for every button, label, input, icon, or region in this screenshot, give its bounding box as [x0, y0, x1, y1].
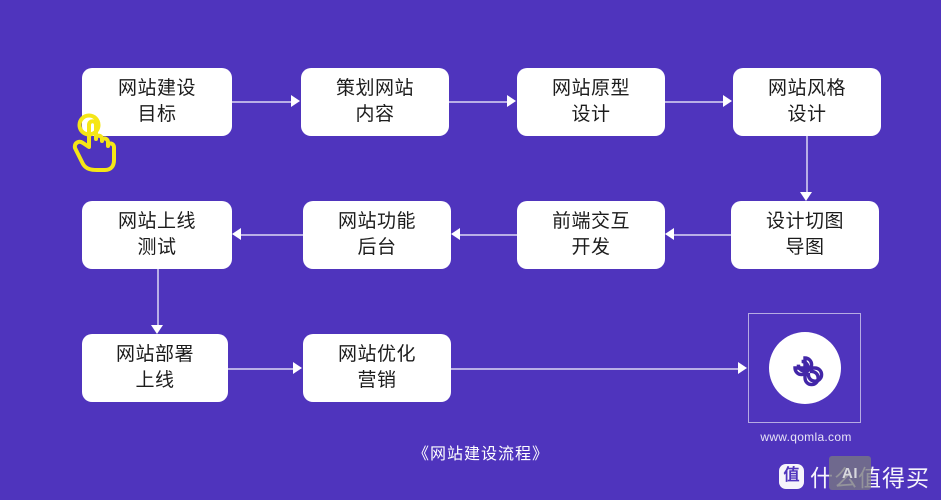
- arrowhead-prototype-to-style: [723, 95, 732, 107]
- node-label-line2: 营销: [357, 370, 397, 391]
- connector-launchtest-to-deploy: [157, 269, 159, 327]
- node-optimize-marketing[interactable]: 网站优化 营销: [303, 334, 451, 402]
- arrowhead-plan-to-prototype: [507, 95, 516, 107]
- node-deploy-online[interactable]: 网站部署 上线: [82, 334, 228, 402]
- arrowhead-deploy-to-optimize: [293, 362, 302, 374]
- arrowhead-frontend-to-backend: [451, 228, 460, 240]
- connector-plan-to-prototype: [449, 101, 508, 103]
- node-label-line2: 内容: [355, 104, 395, 125]
- connector-slicing-to-frontend: [674, 234, 731, 236]
- connector-style-to-slicing: [806, 136, 808, 194]
- node-backend-function[interactable]: 网站功能 后台: [303, 201, 451, 269]
- arrowhead-style-to-slicing: [800, 192, 812, 201]
- node-label-line1: 网站优化: [337, 344, 416, 366]
- arrowhead-goal-to-plan: [291, 95, 300, 107]
- connector-goal-to-plan: [232, 101, 292, 103]
- watermark-badge: 值: [779, 463, 804, 489]
- node-label-line1: 设计切图: [765, 211, 844, 233]
- diagram-caption: 《网站建设流程》: [412, 446, 549, 463]
- node-prototype-design[interactable]: 网站原型 设计: [517, 68, 665, 136]
- node-label-line1: 网站上线: [117, 211, 196, 233]
- node-label-line1: 网站风格: [767, 78, 846, 100]
- qomla-pinwheel-icon: [792, 356, 823, 387]
- arrowhead-backend-to-launchtest: [232, 228, 241, 240]
- node-launch-test[interactable]: 网站上线 测试: [82, 201, 232, 269]
- arrowhead-slicing-to-frontend: [665, 228, 674, 240]
- brand-logo-circle: [768, 332, 841, 404]
- node-label-line1: 前端交互: [551, 211, 630, 233]
- node-design-slicing[interactable]: 设计切图 导图: [731, 201, 879, 269]
- node-website-goal[interactable]: 网站建设 目标: [82, 68, 232, 136]
- node-label-line2: 设计: [571, 104, 611, 125]
- node-label-line1: 网站原型: [551, 78, 630, 100]
- node-label-line1: 网站功能: [337, 211, 416, 233]
- connector-optimize-to-brand: [451, 368, 739, 370]
- node-label-line2: 目标: [137, 104, 177, 125]
- node-plan-content[interactable]: 策划网站 内容: [301, 68, 449, 136]
- connector-backend-to-launchtest: [241, 234, 303, 236]
- node-style-design[interactable]: 网站风格 设计: [733, 68, 881, 136]
- node-label-line2: 导图: [785, 237, 825, 258]
- tap-hand-cursor-icon: [72, 113, 116, 172]
- node-label-line1: 网站部署: [115, 344, 194, 366]
- node-label-line1: 网站建设: [117, 78, 196, 100]
- brand-url: www.qomla.com: [760, 430, 852, 444]
- connector-deploy-to-optimize: [228, 368, 294, 370]
- node-label-line2: 开发: [571, 237, 611, 258]
- node-label-line2: 上线: [135, 370, 175, 391]
- node-label-line2: 设计: [787, 104, 827, 125]
- ai-badge-icon: AI: [829, 456, 871, 490]
- arrowhead-optimize-to-brand: [738, 362, 747, 374]
- brand-logo-frame: [748, 313, 861, 423]
- arrowhead-launchtest-to-deploy: [151, 325, 163, 334]
- connector-prototype-to-style: [665, 101, 724, 103]
- connector-frontend-to-backend: [460, 234, 517, 236]
- node-label-line1: 策划网站: [335, 78, 414, 100]
- node-label-line2: 后台: [357, 237, 397, 258]
- node-frontend-dev[interactable]: 前端交互 开发: [517, 201, 665, 269]
- node-label-line2: 测试: [137, 237, 177, 258]
